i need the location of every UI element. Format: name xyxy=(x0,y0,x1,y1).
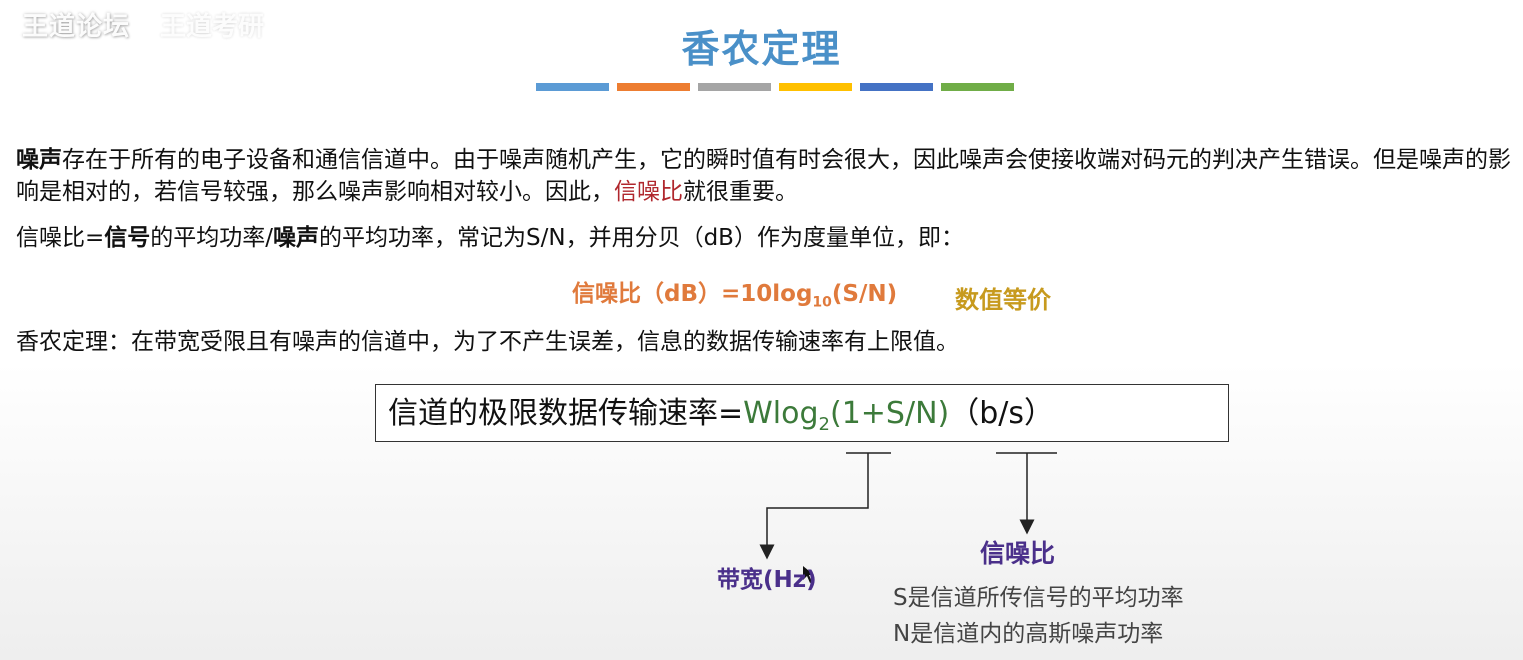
equivalent-note: 数值等价 xyxy=(955,286,1051,314)
db-formula-main: 信噪比（dB）=10log xyxy=(572,281,813,307)
shannon-formula-prefix: 信道的极限数据传输速率= xyxy=(388,396,744,431)
shannon-theorem-statement: 香农定理：在带宽受限且有噪声的信道中，为了不产生误差，信息的数据传输速率有上限值… xyxy=(16,329,959,355)
watermark-logo: 王道论坛 xyxy=(22,12,131,42)
accent-bar xyxy=(860,83,933,91)
noise-term-2: 噪声 xyxy=(273,225,320,251)
snr-def-t3: 的平均功率，常记为S/N，并用分贝（dB）作为度量单位，即： xyxy=(319,225,964,251)
snr-def-t1: 信噪比= xyxy=(16,225,105,251)
shannon-formula-wlog: Wlog2(1+S/N) xyxy=(743,396,950,435)
noise-power-desc: N是信道内的高斯噪声功率 xyxy=(893,621,1164,647)
snr-highlight: 信噪比 xyxy=(614,179,683,205)
noise-text-end: 就很重要。 xyxy=(683,179,798,205)
db-formula-tail: (S/N) xyxy=(831,281,898,307)
noise-term: 噪声 xyxy=(16,147,62,173)
watermark-logo-secondary: 王道考研 xyxy=(160,12,265,42)
shannon-formula-unit: （b/s） xyxy=(949,396,1055,431)
accent-bar xyxy=(617,83,690,91)
signal-term: 信号 xyxy=(104,225,151,251)
bandwidth-arrow xyxy=(759,453,869,560)
signal-power-desc: S是信道所传信号的平均功率 xyxy=(893,585,1184,611)
bandwidth-label: 带宽(Hz) xyxy=(717,567,817,593)
noise-paragraph: 噪声存在于所有的电子设备和通信信道中。由于噪声随机产生，它的瞬时值有时会很大，因… xyxy=(16,144,1516,208)
noise-text: 存在于所有的电子设备和通信信道中。由于噪声随机产生，它的瞬时值有时会很大，因此噪… xyxy=(16,147,1511,205)
accent-bars xyxy=(536,83,1014,91)
snr-definition: 信噪比=信号的平均功率/噪声的平均功率，常记为S/N，并用分贝（dB）作为度量单… xyxy=(16,222,1516,254)
accent-bar xyxy=(941,83,1014,91)
slide-title: 香农定理 xyxy=(681,27,842,71)
accent-bar xyxy=(698,83,771,91)
accent-bar xyxy=(536,83,609,91)
db-formula: 信噪比（dB）=10log10(S/N) xyxy=(572,274,897,311)
db-formula-sub: 10 xyxy=(812,294,832,311)
mouse-cursor-icon xyxy=(803,566,814,583)
shannon-formula-box: 信道的极限数据传输速率=Wlog2(1+S/N)（b/s） xyxy=(375,384,1229,442)
snr-label: 信噪比 xyxy=(980,539,1056,568)
accent-bar xyxy=(779,83,852,91)
snr-def-t2: 的平均功率/ xyxy=(150,225,274,251)
